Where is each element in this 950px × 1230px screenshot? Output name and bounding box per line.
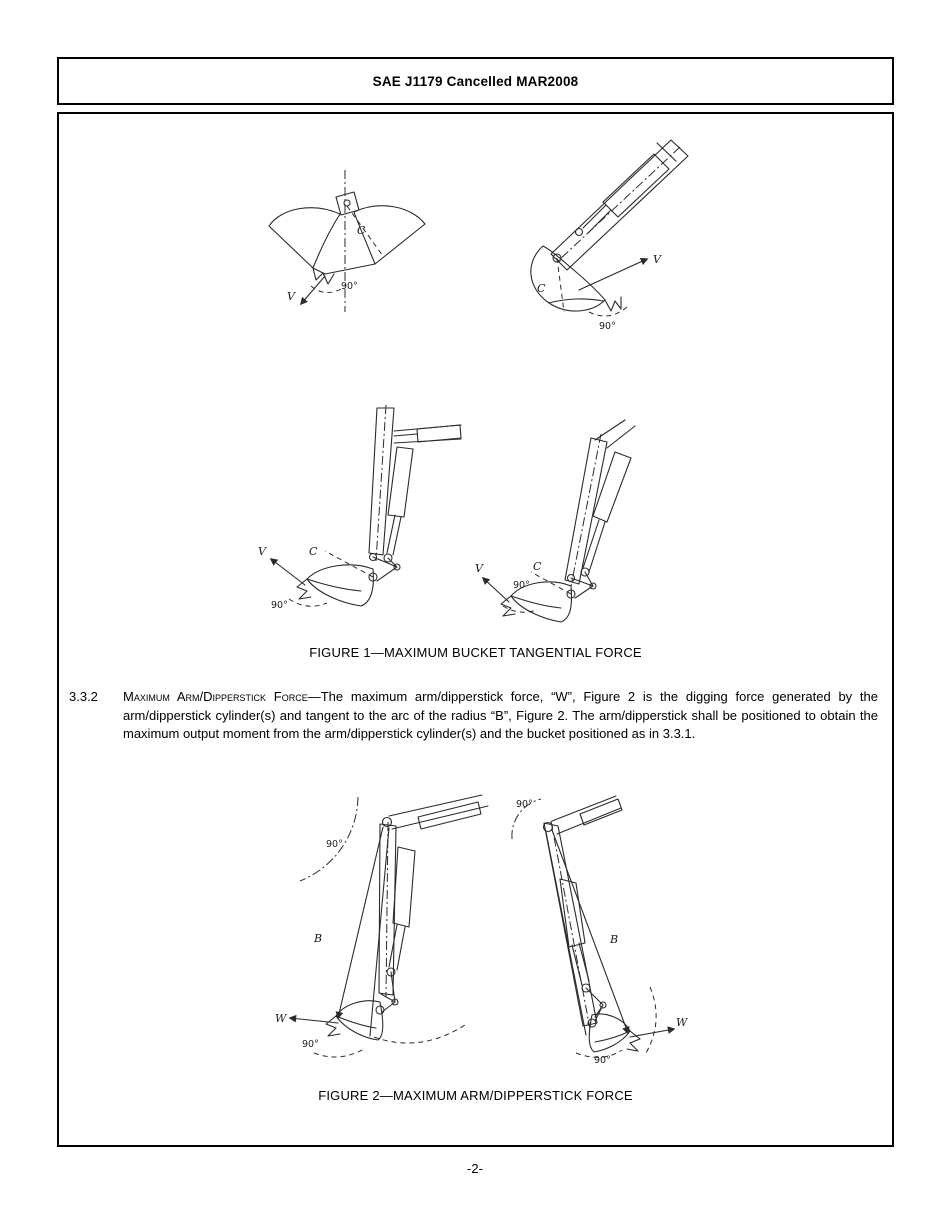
figure2-caption: FIGURE 2—MAXIMUM ARM/DIPPERSTICK FORCE <box>318 1088 633 1103</box>
figure2-drawing-right: 90° <box>511 795 689 1066</box>
force-arrow-w <box>288 1014 339 1024</box>
radius-label-c: C <box>533 560 542 573</box>
figure1-drawing-bucket-side: C V 90° <box>530 139 689 332</box>
force-label-w: W <box>676 1016 689 1029</box>
hydraulic-cylinder <box>602 153 670 218</box>
force-label-w: W <box>275 1012 288 1025</box>
arm-cylinder <box>592 451 632 523</box>
boom-stub <box>594 419 636 449</box>
force-arrow-v <box>481 576 510 603</box>
boom-cylinder <box>579 798 623 826</box>
dipperstick <box>378 821 416 1013</box>
angle-label-90-top: 90° <box>326 839 343 850</box>
bucket-linkage <box>585 987 604 1022</box>
boom <box>381 794 489 830</box>
radius-label-b: B <box>313 932 322 945</box>
angle-label-90-bottom: 90° <box>594 1055 611 1066</box>
section-paragraph: Maximum Arm/Dipperstick Force—The maximu… <box>123 688 878 744</box>
tangent-arc <box>645 986 657 1054</box>
radius-b-line-2 <box>545 831 587 1036</box>
document-header: SAE J1179 Cancelled MAR2008 <box>57 57 894 105</box>
figure1-drawing-bucket-front: C V 90° <box>268 170 426 312</box>
angle-arc-top <box>511 798 542 840</box>
figure1-drawing-arm-tilted: C 90° V <box>475 419 636 623</box>
angle-arc-top <box>299 796 359 882</box>
dipperstick <box>543 820 607 1030</box>
arm-pivot <box>381 816 393 828</box>
figure-1: C V 90° <box>59 114 892 679</box>
bucket-teeth <box>626 1030 641 1052</box>
bucket-front-outline <box>268 170 426 312</box>
document-content-frame: C V 90° <box>57 112 894 1147</box>
angle-label-90: 90° <box>599 321 616 332</box>
force-label-v: V <box>258 545 267 558</box>
force-arrow-v <box>299 275 326 306</box>
force-label-v: V <box>287 290 296 303</box>
bucket-linkage <box>372 556 398 582</box>
radius-c-line <box>346 205 384 257</box>
bucket-teeth <box>312 267 335 285</box>
arm-cylinder <box>559 878 586 948</box>
bucket-teeth <box>604 296 622 312</box>
angle-label-90-bottom: 90° <box>302 1039 319 1050</box>
angle-label-90: 90° <box>271 600 288 611</box>
force-label-v: V <box>475 562 484 575</box>
header-title: SAE J1179 Cancelled MAR2008 <box>372 73 579 89</box>
angle-arc-bottom <box>313 1047 367 1058</box>
bucket-outline <box>325 1000 385 1041</box>
dipperstick <box>564 419 636 599</box>
angle-label-90-top: 90° <box>516 799 533 810</box>
angle-label-90: 90° <box>341 281 358 292</box>
section-body-text: —The maximum arm/dipperstick force, “W”,… <box>123 689 878 741</box>
radius-label-c: C <box>537 282 546 295</box>
radius-label-b: B <box>609 933 618 946</box>
page-number: -2- <box>467 1161 483 1176</box>
radius-c-line <box>324 550 374 578</box>
angle-arc <box>288 598 328 607</box>
radius-b-line <box>551 829 630 1035</box>
tangent-arc <box>373 1022 469 1044</box>
section-3-3-2: 3.3.2 Maximum Arm/Dipperstick Force—The … <box>69 688 878 744</box>
figure-2: 90° B <box>59 774 892 1124</box>
angle-arc <box>310 285 344 293</box>
bucket-teeth <box>500 595 516 617</box>
force-label-v: V <box>653 253 662 266</box>
radius-c-line <box>530 571 572 595</box>
boom-cylinder <box>417 801 482 830</box>
arm-cylinder <box>387 446 414 518</box>
radius-label-c: C <box>357 224 366 237</box>
radius-label-c: C <box>309 545 318 558</box>
section-number: 3.3.2 <box>69 689 98 704</box>
boom <box>542 795 623 835</box>
bucket-teeth <box>325 1015 341 1037</box>
bucket-outline <box>530 245 622 312</box>
force-arrow-w <box>629 1026 676 1038</box>
figure2-drawing-left: 90° B <box>275 794 489 1058</box>
angle-arc <box>588 306 628 317</box>
radius-b-line-2 <box>369 827 390 1037</box>
radius-c-line <box>556 257 565 313</box>
section-heading: Maximum Arm/Dipperstick Force <box>123 689 308 704</box>
boom-cylinder <box>416 424 462 443</box>
force-arrow-v <box>578 258 649 291</box>
bucket-teeth <box>296 578 312 600</box>
bucket-outline <box>296 564 378 607</box>
force-arrow-v <box>269 558 306 586</box>
figure1-caption: FIGURE 1—MAXIMUM BUCKET TANGENTIAL FORCE <box>309 645 642 660</box>
angle-arc <box>502 605 538 613</box>
bucket-linkage <box>570 571 594 599</box>
arm-cylinder <box>392 846 416 928</box>
dipperstick <box>368 404 462 582</box>
angle-arc-bottom <box>575 1049 623 1058</box>
radius-b-line <box>335 826 384 1020</box>
angle-label-90: 90° <box>513 580 530 591</box>
dipper-arm <box>550 139 689 271</box>
figure1-drawing-arm-vertical: C V 90° <box>258 404 462 611</box>
